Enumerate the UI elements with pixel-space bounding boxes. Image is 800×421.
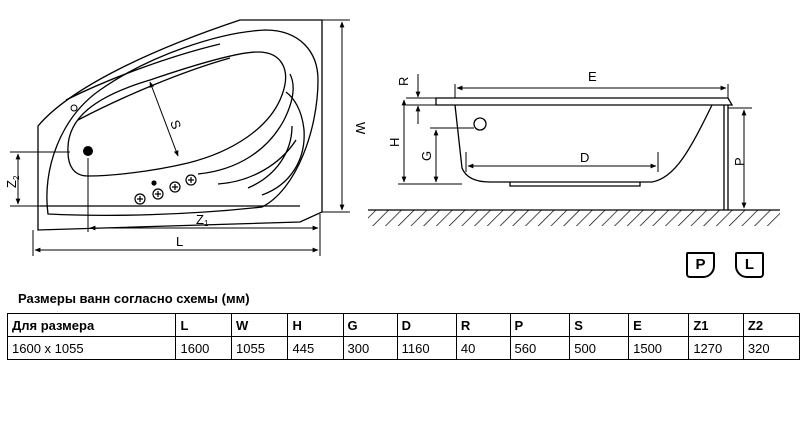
header-cell: S [569,313,630,337]
corner-seat [261,91,305,196]
header-cell: D [396,313,457,337]
tub-rim-outline [46,29,319,216]
label-z1: Z1 [196,212,209,228]
header-cell: L [175,313,233,337]
label-r: R [396,77,411,86]
header-cell: E [628,313,690,337]
label-h: H [387,138,402,147]
table-cell: 560 [509,336,571,360]
table-header-row: Для размера L W H G D R P S E Z1 Z2 [6,313,800,337]
label-w: W [353,122,368,135]
dim-s-line [149,81,179,157]
side-view [435,97,734,210]
left-version-badge: L [735,252,764,278]
header-cell: Z1 [688,313,744,337]
table-row: 1600 x 1055 1600 1055 445 300 1160 40 56… [6,336,800,360]
label-d: D [580,150,589,165]
header-cell: R [455,313,511,337]
table-cell: 1160 [396,336,457,360]
header-cell: P [509,313,571,337]
header-cell: G [342,313,398,337]
label-s: S [167,118,184,132]
label-g: G [419,151,434,161]
tub-outer-outline [37,19,323,231]
side-basin [454,104,713,183]
label-z2: Z2 [4,175,21,188]
header-cell: H [287,313,344,337]
header-cell: Для размера [6,313,177,337]
seat-outline [197,73,294,175]
table-cell: 1500 [628,336,690,360]
overflow-icon [70,104,78,112]
right-version-badge: P [686,252,715,278]
table-cell: 40 [455,336,511,360]
header-cell: Z2 [742,313,800,337]
table-cell: 500 [569,336,630,360]
table-cell: 320 [742,336,800,360]
plan-view [37,19,323,231]
bathtub-drawing: S W Z2 Z1 L [4,19,780,256]
drain-icon [83,146,93,156]
dimensions-table: Для размера L W H G D R P S E Z1 Z2 1600… [6,313,800,360]
table-caption: Размеры ванн согласно схемы (мм) [18,291,250,306]
table-cell: 445 [287,336,344,360]
label-p: P [732,157,747,166]
table-cell: 1270 [688,336,744,360]
side-rim [435,97,734,106]
table-cell: 1600 x 1055 [6,336,177,360]
table-cell: 1055 [231,336,289,360]
table-cell: 300 [342,336,398,360]
jet-nozzles [134,174,197,205]
label-l: L [176,234,183,249]
floor-hatch [368,210,780,226]
side-overflow-icon [473,117,487,131]
header-cell: W [231,313,289,337]
tub-basin-outline [67,51,287,177]
table-cell: 1600 [175,336,233,360]
label-e: E [588,69,597,84]
